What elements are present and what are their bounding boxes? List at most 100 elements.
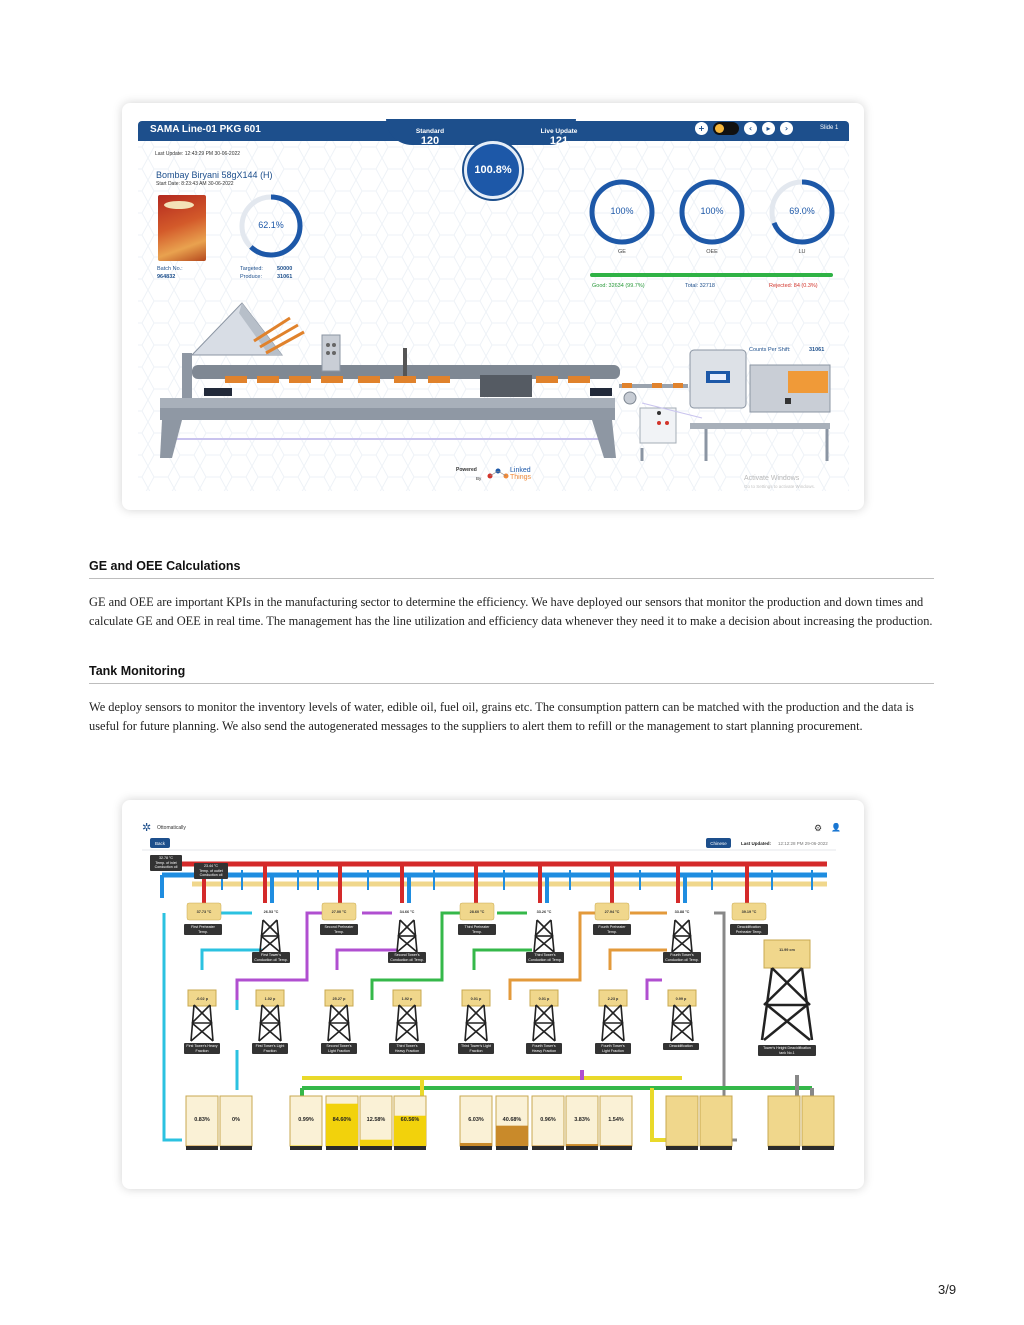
outlet-temp-tag: Temp. of outlet Conduction oil xyxy=(199,868,223,878)
tank-base xyxy=(802,1146,834,1150)
theme-toggle[interactable] xyxy=(713,122,739,135)
fraction-tag-6: Fourth Tower's Heavy Fraction xyxy=(526,1043,562,1054)
tank-body xyxy=(801,1095,835,1147)
heater-tag-3: Second Preheater Temp. xyxy=(320,924,358,935)
fraction-tag-1: First Tower's Heavy Fraction xyxy=(184,1043,220,1054)
heater-tag-6: Third Tower's Conduction oil Temp. xyxy=(526,952,564,963)
pressure-box xyxy=(461,989,491,1007)
tank-base xyxy=(394,1146,426,1150)
inlet-temp-badge: 32.78 °C Temp. of inlet Conduction oil xyxy=(150,855,182,871)
tank-percentage: 60.56% xyxy=(400,1117,420,1123)
pipeline-diagram xyxy=(142,849,836,1150)
next-slide-icon[interactable]: › xyxy=(780,122,793,135)
center-performance-badge: 100.8% xyxy=(464,141,522,199)
start-date: Start Date: 8:23:43 AM 30-06-2022 xyxy=(156,181,234,187)
ge-gauge-name: GE xyxy=(618,249,626,255)
tower-icon xyxy=(533,919,555,953)
tank-body xyxy=(219,1095,253,1147)
tank-base xyxy=(566,1146,598,1150)
tank-percentage: 6.03% xyxy=(468,1117,484,1123)
tank-base xyxy=(768,1146,800,1150)
slide-indicator: Slide 1 xyxy=(820,125,839,131)
pressure-5: 0.01 p xyxy=(470,997,482,1001)
brand-things: Things xyxy=(510,474,532,481)
language-button[interactable]: Chinese xyxy=(706,838,731,848)
standard-label: Standard xyxy=(415,128,445,135)
tower-icon xyxy=(395,1004,419,1042)
tank-body xyxy=(565,1095,599,1147)
heater-tag-7: Fourth Preheater Temp. xyxy=(593,924,631,935)
linkedthings-logo-icon xyxy=(487,468,509,479)
heater-temp-5: 28.60 °C xyxy=(469,910,485,914)
back-button[interactable]: Back xyxy=(150,838,170,848)
product-package-image xyxy=(158,195,206,261)
lu-gauge-name: LU xyxy=(798,249,806,255)
heater-tag-9: Deacidification Preheater Temp. xyxy=(730,924,768,935)
live-label: Live Update xyxy=(540,128,578,135)
gear-icon[interactable]: ⚙ xyxy=(814,823,823,833)
tower-icon xyxy=(327,1004,351,1042)
tank-base xyxy=(360,1146,392,1150)
product-name: Bombay Biryani 58gX144 (H) xyxy=(156,170,273,180)
heater-temp-7: 27.94 °C xyxy=(604,910,620,914)
heater-temp-9: 39.19 °C xyxy=(741,910,757,914)
tank-fill-level xyxy=(496,1125,528,1146)
tank-body xyxy=(531,1095,565,1147)
batch-label: Batch No.: xyxy=(157,266,183,272)
prev-slide-icon[interactable]: ‹ xyxy=(744,122,757,135)
heater-temp-1: 37.73 °C xyxy=(196,910,212,914)
packaging-machine-illustration xyxy=(160,302,831,461)
tank-body xyxy=(359,1095,393,1147)
tank-percentage: 84.60% xyxy=(332,1117,352,1123)
produce-label: Produce: xyxy=(240,274,263,280)
ottomatically-logo-icon: ✲ xyxy=(142,822,152,834)
kpi-gauges xyxy=(589,179,835,245)
tank-percentage: 1.54% xyxy=(608,1117,624,1123)
live-value: 121 xyxy=(549,135,569,147)
section-body-tank-monitoring: We deploy sensors to monitor the invento… xyxy=(89,700,914,733)
targeted-value: 50000 xyxy=(277,266,293,272)
good-count: Good: 32634 (99.7%) xyxy=(592,283,645,289)
outlet-temp: 23.44 °C xyxy=(203,864,219,868)
heater-tag-5: Third Preheater Temp. xyxy=(458,924,496,935)
user-icon[interactable]: 👤 xyxy=(831,823,841,832)
oee-gauge-text: 100% xyxy=(700,206,724,216)
play-icon[interactable]: ▸ xyxy=(762,122,775,135)
lu-gauge-text: 69.0% xyxy=(789,206,815,216)
section-heading-tank-monitoring: Tank Monitoring xyxy=(89,664,934,684)
live-unit: counts / min xyxy=(546,147,572,152)
pressure-1: -0.02 p xyxy=(195,997,209,1001)
product-gauge xyxy=(239,194,303,258)
inlet-temp-tag: Temp. of inlet Conduction oil xyxy=(154,860,178,870)
tower-icon xyxy=(259,919,281,953)
pressure-6: 0.01 p xyxy=(538,997,550,1001)
tank-fill-level xyxy=(394,1115,426,1146)
inlet-temp: 32.78 °C xyxy=(158,856,174,860)
slide-controls: + ‹ ▸ › xyxy=(695,122,793,135)
section-body-ge-oee: GE and OEE are important KPIs in the man… xyxy=(89,595,933,628)
header-hump xyxy=(386,119,576,145)
tower-icon xyxy=(670,1004,694,1042)
add-icon[interactable]: + xyxy=(695,122,708,135)
pressure-8: 0.99 p xyxy=(675,997,687,1001)
fraction-tag-2: First Tower's Light Fraction xyxy=(252,1043,288,1054)
pressure-box xyxy=(667,989,697,1007)
tower-icon xyxy=(258,1004,282,1042)
tower-icon xyxy=(601,1004,625,1042)
heater-temp-4: 34.66 °C xyxy=(399,910,415,914)
tank-base xyxy=(600,1146,632,1150)
tank-fill-level xyxy=(566,1144,598,1146)
counts-per-shift-value: 31061 xyxy=(809,347,825,353)
tank-body xyxy=(665,1095,699,1147)
brand-linked: Linked xyxy=(510,467,531,474)
tank-base xyxy=(460,1146,492,1150)
pressure-box xyxy=(598,989,628,1007)
tank-base xyxy=(220,1146,252,1150)
produce-value: 31061 xyxy=(277,274,293,280)
powered-label: Powered xyxy=(456,467,477,473)
by-label: By xyxy=(476,476,482,481)
heater-tag-1: First Preheater Temp. xyxy=(184,924,222,935)
tank-fill-level xyxy=(600,1145,632,1146)
live-update-stat: Live Update 121 counts / min xyxy=(534,128,584,152)
section-heading-ge-oee: GE and OEE Calculations xyxy=(89,559,934,579)
